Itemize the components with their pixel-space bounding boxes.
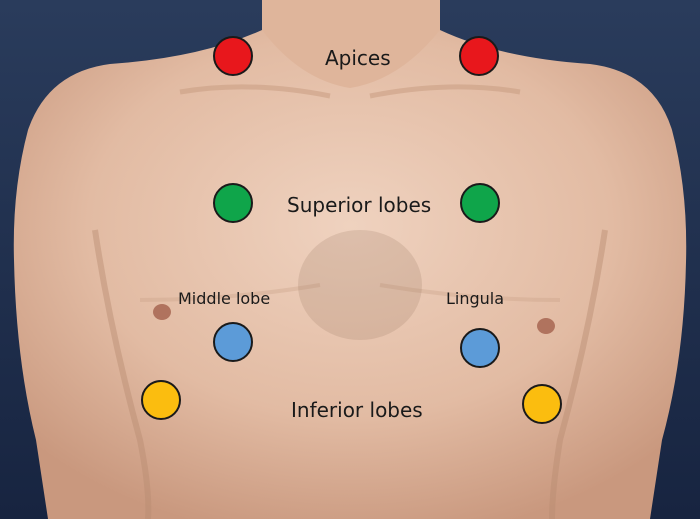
left-clavicle [369, 84, 521, 99]
superior-lobe-left-marker [460, 183, 500, 223]
inferior-lobe-right-marker [141, 380, 181, 420]
right-pectoral [139, 283, 321, 302]
chest-hair [298, 230, 422, 340]
middle-lobe-label: Middle lobe [178, 289, 271, 308]
apex-right-marker [213, 36, 253, 76]
inferior-lobes-label: Inferior lobes [291, 398, 423, 422]
right-arm-shadow [92, 229, 152, 519]
neck [262, 0, 440, 90]
left-arm-shadow [549, 229, 608, 519]
right-clavicle [179, 84, 331, 99]
apex-left-marker [459, 36, 499, 76]
superior-lobe-right-marker [213, 183, 253, 223]
torso [13, 30, 687, 519]
left-pectoral [379, 283, 561, 302]
lingula-label: Lingula [446, 289, 505, 308]
superior-lobes-label: Superior lobes [287, 193, 432, 217]
right-nipple [153, 304, 171, 320]
lingula-marker [460, 328, 500, 368]
middle-lobe-marker [213, 322, 253, 362]
left-nipple [537, 318, 555, 334]
apices-label: Apices [325, 46, 391, 70]
inferior-lobe-left-marker [522, 384, 562, 424]
